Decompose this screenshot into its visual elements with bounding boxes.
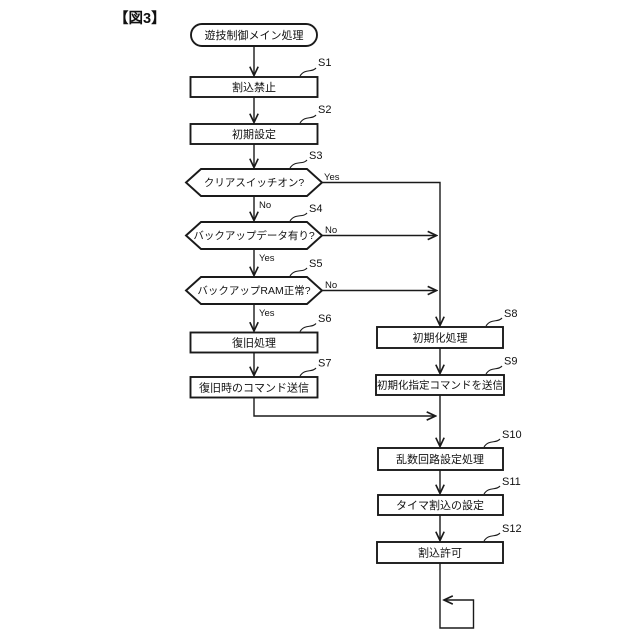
step-s11-box [377,494,504,516]
step-s12-id: S12 [502,523,522,535]
edge-s3-yes-s8 [322,181,440,326]
step-s2-label: 初期設定 [232,127,276,141]
leader-s7 [299,367,317,377]
step-s6-id: S6 [318,313,331,325]
step-s11-id: S11 [502,476,521,488]
step-s7-box [189,376,319,399]
edge-s5-no-label: No [325,280,337,291]
step-s7-label: 復旧時のコマンド送信 [199,381,309,395]
leader-s11 [483,485,501,495]
step-s4-decision [184,221,324,250]
edge-s5-yes-label: Yes [259,308,275,319]
terminal-start-label: 遊技制御メイン処理 [205,28,304,42]
step-s1-id: S1 [318,57,331,69]
step-s5-id: S5 [309,258,322,270]
step-s8-id: S8 [504,308,517,320]
leader-s1 [299,67,317,77]
step-s9-label: 初期化指定コマンドを送信 [377,379,503,392]
step-s1-label: 割込禁止 [232,80,276,94]
step-s7-id: S7 [318,358,331,370]
edge-s3-yes-label: Yes [324,172,340,183]
step-s1-box [189,76,319,98]
leader-s6 [299,323,317,332]
step-s3-id: S3 [309,150,322,162]
step-s8-box [376,326,504,349]
step-s4-label: バックアップデータ有り? [193,229,314,242]
leader-s3 [289,159,308,169]
step-s10-id: S10 [502,429,522,441]
figure-label: 【図3】 [114,10,166,27]
leader-s8 [485,317,503,327]
leader-s9 [485,365,503,375]
step-s9-id: S9 [504,356,517,368]
edge-s7-merge [253,397,436,416]
step-s6-label: 復旧処理 [232,337,276,350]
leader-s4 [289,212,308,222]
step-s2-box [189,123,319,145]
leader-s12 [483,532,501,542]
step-s4-id: S4 [309,203,322,215]
step-s12-label: 割込許可 [418,546,462,560]
step-s3-label: クリアスイッチオン? [204,177,304,189]
step-s5-decision [184,276,324,305]
step-s6-box [189,331,319,354]
step-s3-decision [184,168,324,197]
step-s12-box [376,541,504,564]
step-s8-label: 初期化処理 [413,331,468,345]
step-s5-label: バックアップRAM正常? [197,284,310,297]
step-s10-label: 乱数回路設定処理 [396,452,484,466]
leader-s10 [483,438,501,448]
edge-s4-no-label: No [325,225,337,236]
edge-s3-no-label: No [259,200,271,211]
step-s9-box [375,374,505,396]
step-s2-id: S2 [318,104,331,116]
edge-s4-yes-label: Yes [259,253,275,264]
step-s11-label: タイマ割込の設定 [396,498,484,512]
step-s10-box [377,447,504,471]
edge-s12-loop [439,563,475,629]
leader-s2 [299,114,317,124]
leader-s5 [289,267,308,277]
